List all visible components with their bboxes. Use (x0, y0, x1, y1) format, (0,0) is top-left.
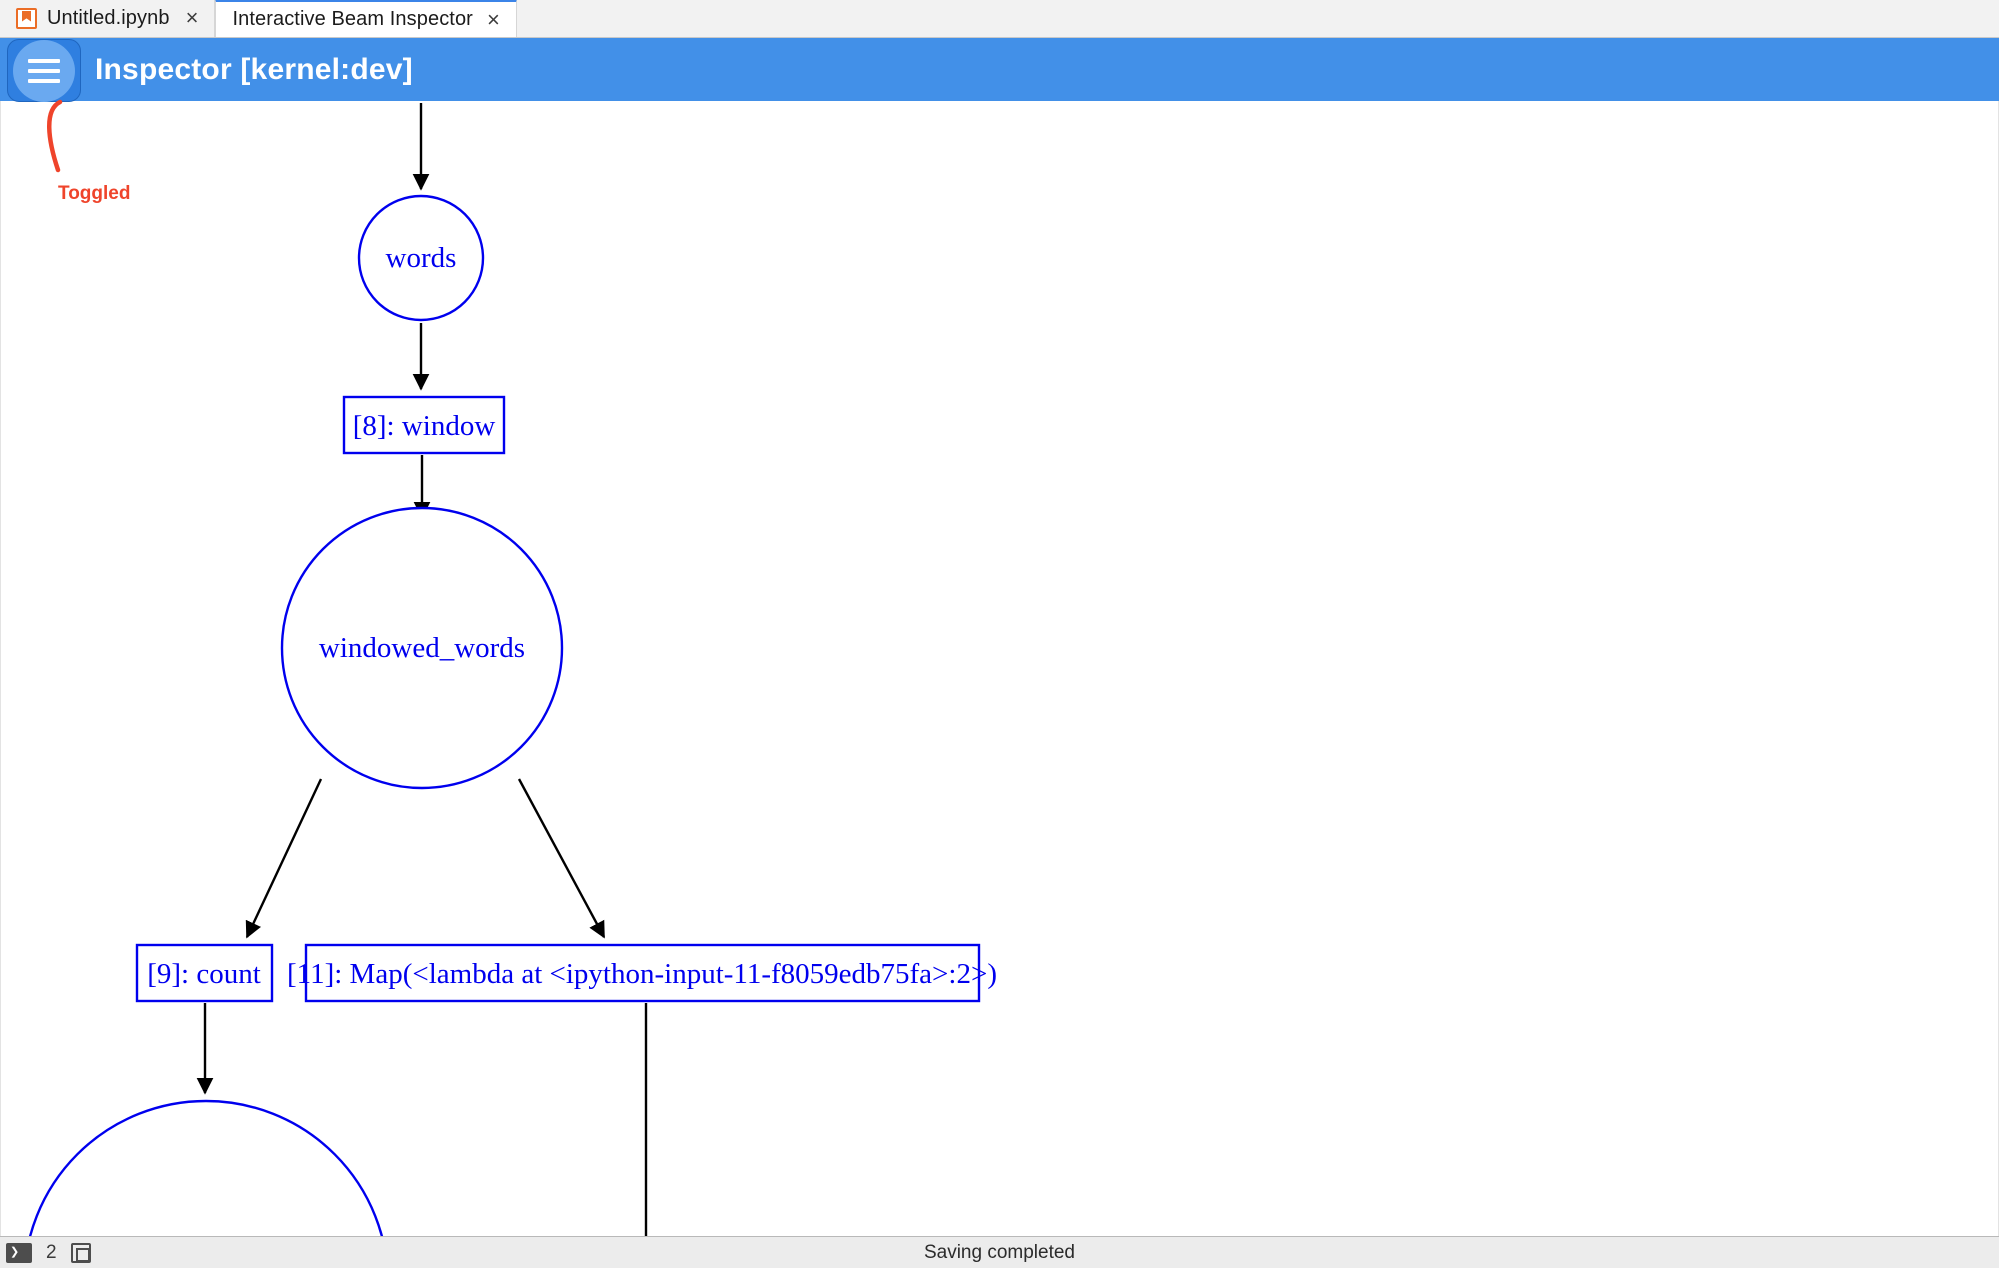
node-shape-box (135, 943, 274, 1003)
menu-toggle-button[interactable] (7, 39, 81, 102)
node-shape-circle (280, 506, 564, 790)
tab-untitled-notebook[interactable]: Untitled.ipynb × (0, 0, 216, 37)
hamburger-icon (13, 39, 75, 102)
pipeline-graph: words [8]: window windowed_words [9]: co… (24, 103, 997, 1236)
graph-edges (196, 103, 648, 1236)
status-message: Saving completed (923, 1241, 1076, 1263)
edge-windowedwords-count (245, 778, 323, 939)
node-label: [8]: window (353, 410, 496, 442)
graph-node-map[interactable]: [11]: Map(<lambda at <ipython-input-11-f… (287, 943, 997, 1003)
node-label: [9]: count (147, 958, 261, 990)
kernel-icon[interactable] (70, 1242, 91, 1263)
node-label: windowed_words (319, 632, 525, 664)
close-icon[interactable]: × (486, 6, 500, 32)
graph-node-windowed-words[interactable]: windowed_words (280, 506, 564, 790)
node-shape-box (342, 395, 506, 455)
node-label: [11]: Map(<lambda at <ipython-input-11-f… (287, 958, 997, 990)
pipeline-graph-canvas[interactable]: words [8]: window windowed_words [9]: co… (0, 101, 1999, 1236)
graph-node-words[interactable]: words (357, 194, 485, 322)
close-icon[interactable]: × (185, 5, 199, 30)
graph-node-count[interactable]: [9]: count (135, 943, 274, 1003)
status-left-group: 2 (0, 1242, 91, 1264)
status-count: 2 (46, 1241, 57, 1263)
graph-node-window[interactable]: [8]: window (342, 395, 506, 455)
node-shape-circle (357, 194, 485, 322)
tab-label: Interactive Beam Inspector (232, 8, 473, 30)
node-label: words (386, 242, 457, 274)
graph-node-windowed-word-counts[interactable]: windowed_word_counts (24, 1099, 388, 1236)
inspector-header (0, 38, 1999, 101)
status-bar: 2 Saving completed (0, 1236, 1999, 1268)
terminal-icon[interactable] (6, 1242, 32, 1263)
tab-bar: Untitled.ipynb × Interactive Beam Inspec… (0, 0, 1999, 38)
node-shape-circle (28, 1099, 384, 1236)
page-title: Inspector [kernel:dev] (95, 52, 413, 86)
tab-label: Untitled.ipynb (47, 6, 170, 29)
node-shape-box (304, 943, 981, 1003)
notebook-icon (16, 7, 37, 29)
edge-windowedwords-map (517, 778, 606, 939)
tab-interactive-beam-inspector[interactable]: Interactive Beam Inspector × (215, 0, 517, 37)
